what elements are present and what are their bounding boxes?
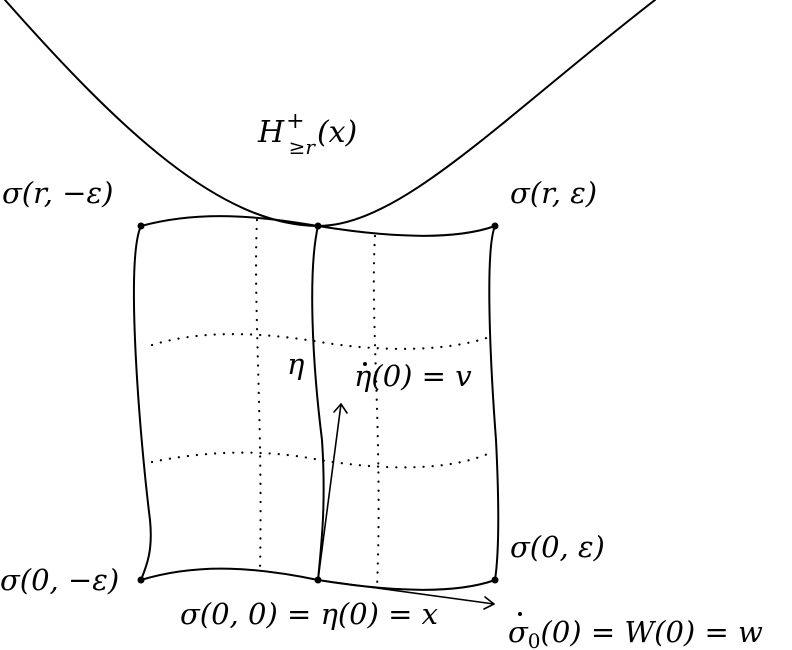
- corner-label-bottom-left: σ(0, −ε): [0, 563, 119, 597]
- corner-label-bottom-right: σ(0, ε): [510, 530, 605, 564]
- grid-vertical-right: [372, 234, 380, 590]
- sigma-dot-label: σ0(0) = W(0) = w: [508, 615, 763, 650]
- sigma-dot-accent: [518, 612, 522, 616]
- grid-vertical-left: [254, 218, 262, 572]
- corner-label-top-right: σ(r, ε): [510, 176, 597, 210]
- eta-velocity-arrow: [317, 403, 342, 581]
- grid-horizontal-upper: [150, 333, 494, 350]
- base-point-label: σ(0, 0) = η(0) = x: [180, 597, 438, 631]
- node-bottom-mid: [314, 576, 322, 584]
- horosphere-label: H+≥r(x): [257, 109, 357, 159]
- surface-right-edge: [488, 225, 500, 581]
- node-bottom-right: [491, 576, 499, 584]
- node-top-right: [491, 222, 499, 230]
- eta-label: η: [287, 347, 305, 381]
- node-bottom-left: [137, 576, 145, 584]
- sigma-velocity-arrow: [317, 579, 495, 605]
- eta-dot-accent: [363, 362, 367, 366]
- node-top-left: [137, 222, 145, 230]
- eta-dot-label: η(0) = v: [354, 359, 472, 393]
- node-top-mid: [314, 222, 322, 230]
- sigma-velocity-arrowhead: [483, 596, 495, 610]
- corner-label-top-left: σ(r, −ε): [2, 176, 113, 210]
- eta-velocity-arrowhead: [333, 403, 348, 414]
- eta-geodesic: [311, 225, 325, 581]
- surface-left-edge: [133, 225, 152, 581]
